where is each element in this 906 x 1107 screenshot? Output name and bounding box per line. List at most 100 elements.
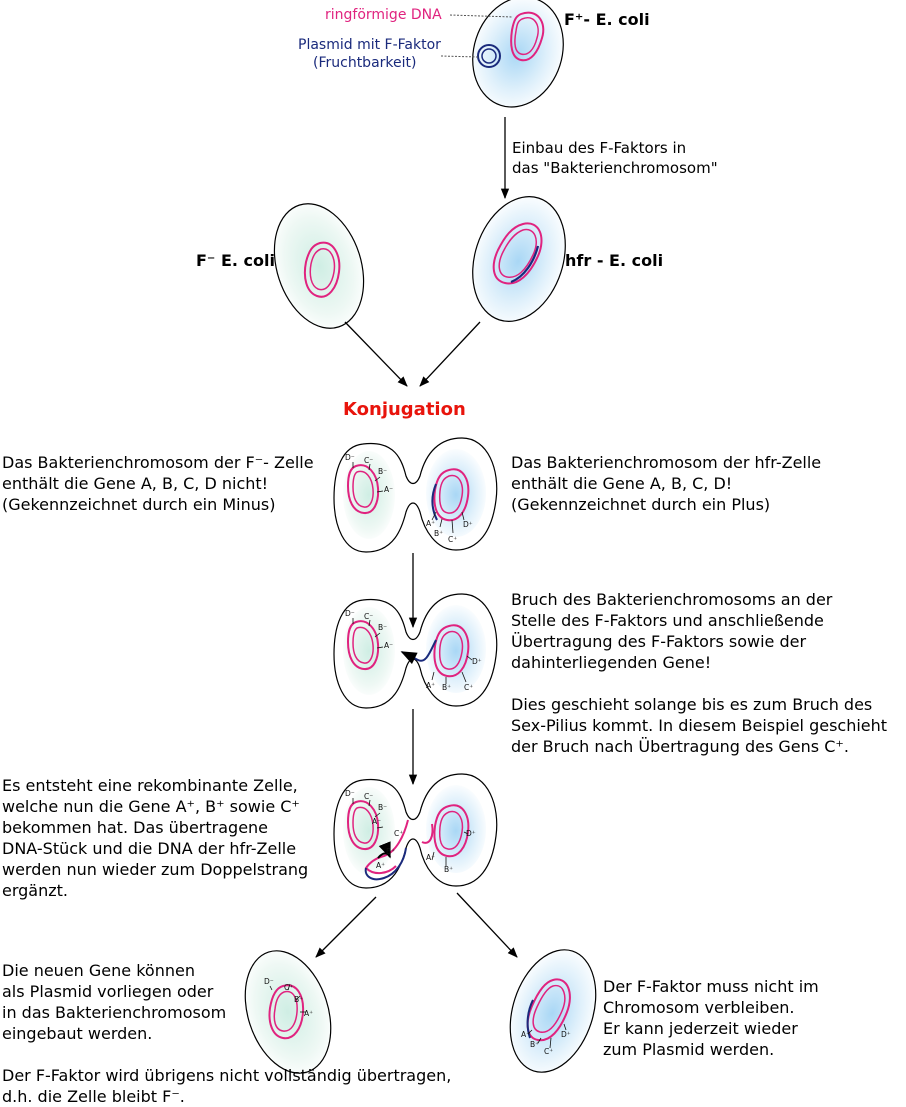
description-line: DNA-Stück und die DNA der hfr-Zelle [2,839,297,858]
svg-text:A⁺: A⁺ [426,519,435,528]
svg-text:B⁺: B⁺ [530,1040,539,1049]
description-line: dahinterliegenden Gene! [511,653,712,672]
svg-text:C⁻: C⁻ [364,792,373,801]
description-right-2: Bruch des Bakterienchromosoms an der Ste… [511,589,832,673]
svg-text:C⁻: C⁻ [364,612,373,621]
description-line: Er kann jederzeit wieder [603,1019,798,1038]
description-left-2: Es entsteht eine rekombinante Zelle, wel… [2,775,308,901]
svg-text:A⁻: A⁻ [384,485,393,494]
description-right-4: Der F-Faktor muss nicht im Chromosom ver… [603,976,819,1060]
description-line: Es entsteht eine rekombinante Zelle, [2,776,298,795]
svg-text:B⁺: B⁺ [442,683,451,692]
svg-text:C⁻: C⁻ [364,456,373,465]
description-line: ergänzt. [2,881,68,900]
konjugation-title: Konjugation [343,399,466,420]
fplus-cell [472,0,564,108]
label-einbau-line1: Einbau des F-Faktors in [512,139,687,157]
description-line: Der F-Faktor wird übrigens nicht vollstä… [2,1066,452,1085]
description-line: in das Bakterienchromosom [2,1003,227,1022]
description-right-3: Dies geschieht solange bis es zum Bruch … [511,694,887,757]
description-line: der Bruch nach Übertragung des Gens C⁺. [511,737,849,756]
label-ringfoermige-dna: ringförmige DNA [325,7,442,23]
svg-text:A⁺: A⁺ [376,861,385,870]
svg-text:B⁺: B⁺ [294,995,303,1004]
description-line: Das Bakterienchromosom der F⁻- Zelle [2,453,314,472]
plasmid-leader [440,55,479,58]
description-line: als Plasmid vorliegen oder [2,982,214,1001]
stage-1-gene-labels: D⁻ C⁻ B⁻ A⁻ A⁺ B⁺ C⁺ D⁺ [345,453,473,544]
svg-text:D⁻: D⁻ [345,453,355,462]
svg-text:D⁻: D⁻ [345,789,355,798]
hfr-f-factor [510,245,540,284]
conjugation-stage-1 [333,437,498,553]
svg-text:D⁻: D⁻ [264,977,274,986]
description-line: werden nun wieder zum Doppelstrang [2,860,309,879]
description-line: Der F-Faktor muss nicht im [603,977,819,996]
hfr-cell [472,196,566,322]
arrow-fminus-to-konj [344,321,408,387]
description-line: (Gekennzeichnet durch ein Plus) [511,495,771,514]
svg-text:A⁻: A⁻ [372,817,381,826]
svg-text:A⁺: A⁺ [304,1009,313,1018]
fplus-chromosome [510,11,545,62]
result-right-gene-labels: A⁺ B⁺ C⁺ D⁺ [521,1030,571,1056]
svg-text:B⁺: B⁺ [434,529,443,538]
svg-text:D⁺: D⁺ [466,829,476,838]
description-left-1: Das Bakterienchromosom der F⁻- Zelle ent… [2,452,314,515]
svg-text:A⁻: A⁻ [384,641,393,650]
description-line: welche nun die Gene A⁺, B⁺ sowie C⁺ [2,797,300,816]
description-line: Bruch des Bakterienchromosoms an der [511,590,833,609]
description-left-4: Der F-Faktor wird übrigens nicht vollstä… [2,1065,451,1107]
description-line: Das Bakterienchromosom der hfr-Zelle [511,453,822,472]
stage-3-gene-labels: D⁻ C⁻ B⁻ A⁻ C⁺ B⁺ A⁺ A⁺ B⁺ D⁺ [345,789,476,874]
svg-text:C⁺: C⁺ [464,683,473,692]
description-line: Stelle des F-Faktors und anschließende [511,611,824,630]
svg-text:D⁺: D⁺ [561,1030,571,1039]
plasmid-icon [477,44,501,68]
svg-text:B⁻: B⁻ [378,623,387,632]
label-hfr-ecoli: hfr - E. coli [565,251,664,270]
description-right-1: Das Bakterienchromosom der hfr-Zelle ent… [511,452,821,515]
description-line: enthält die Gene A, B, C, D! [511,474,733,493]
description-left-3: Die neuen Gene können als Plasmid vorlie… [2,960,226,1044]
svg-text:C⁺: C⁺ [394,829,403,838]
label-fplus-ecoli: F⁺- E. coli [564,10,650,29]
svg-text:B⁻: B⁻ [378,467,387,476]
conjugation-stage-3 [333,773,498,889]
description-line: d.h. die Zelle bleibt F⁻. [2,1087,185,1106]
description-line: Die neuen Gene können [2,961,195,980]
arrow-to-result-left [315,896,377,958]
description-line: enthält die Gene A, B, C, D nicht! [2,474,269,493]
description-line: bekommen hat. Das übertragene [2,818,269,837]
svg-text:B⁺: B⁺ [386,847,395,856]
svg-text:C⁺: C⁺ [544,1047,553,1056]
svg-text:D⁺: D⁺ [463,520,473,529]
description-line: eingebaut werden. [2,1024,153,1043]
svg-text:A⁺: A⁺ [426,853,435,862]
result-left-gene-labels: D⁻ C⁺ B⁺ A⁺ [264,977,313,1018]
svg-text:D⁻: D⁻ [345,609,355,618]
result-cell-left [244,950,332,1074]
fminus-cell [273,203,365,329]
ringdna-leader [449,14,514,18]
svg-text:A⁺: A⁺ [521,1030,530,1039]
description-line: Chromosom verbleiben. [603,998,795,1017]
label-einbau-line2: das "Bakterienchromosom" [512,159,718,177]
description-line: Übertragung des F-Faktors sowie der [511,632,807,651]
label-fminus-ecoli: F⁻ E. coli [196,251,275,270]
description-line: zum Plasmid werden. [603,1040,775,1059]
arrow-hfr-to-konj [419,321,481,387]
svg-text:D⁺: D⁺ [472,657,482,666]
stage-2-gene-labels: D⁻ C⁻ B⁻ A⁻ A⁺ B⁺ C⁺ D⁺ [345,609,482,692]
svg-text:B⁺: B⁺ [444,865,453,874]
svg-text:C⁺: C⁺ [284,983,293,992]
svg-text:A⁺: A⁺ [426,681,435,690]
svg-text:B⁻: B⁻ [378,803,387,812]
svg-text:C⁺: C⁺ [448,535,457,544]
description-line: Dies geschieht solange bis es zum Bruch … [511,695,873,714]
description-line: (Gekennzeichnet durch ein Minus) [2,495,276,514]
arrow-to-result-right [456,892,518,958]
conjugation-stage-2 [333,593,498,709]
label-plasmid-line1: Plasmid mit F-Faktor [298,37,441,53]
